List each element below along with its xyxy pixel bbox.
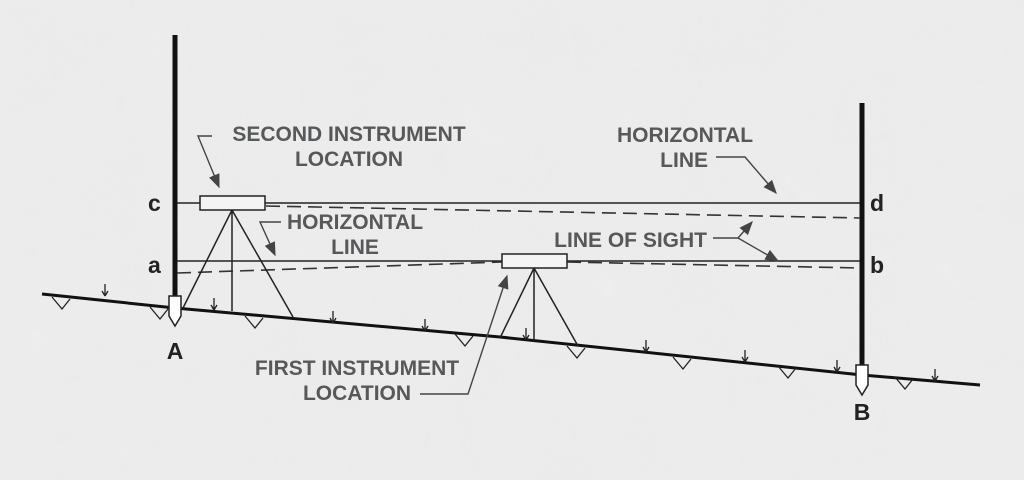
point-c: c [148, 190, 161, 216]
first-instrument [499, 253, 579, 347]
second-instrument [182, 195, 294, 318]
ground-symbols [51, 284, 939, 391]
line-of-sight-lower [566, 261, 861, 269]
arrow-line-of-sight-lower [737, 237, 780, 262]
point-b: b [870, 252, 884, 278]
arrow-horizontal-right [716, 156, 777, 195]
label-second-instrument-2: LOCATION [295, 148, 403, 171]
arrow-horizontal-left [258, 221, 281, 257]
peg-b [855, 364, 869, 397]
peg-a [168, 295, 182, 328]
label-first-instrument-2: LOCATION [303, 382, 411, 405]
label-line-of-sight: LINE OF SIGHT [554, 229, 707, 252]
arrow-second-instrument [196, 135, 220, 189]
point-a: a [148, 252, 161, 278]
point-B: B [854, 399, 871, 425]
label-horizontal-left-2: LINE [331, 236, 379, 259]
arrow-first-instrument [420, 274, 509, 395]
label-second-instrument-1: SECOND INSTRUMENT [232, 123, 466, 146]
point-A: A [167, 338, 184, 364]
line-of-sight-back [176, 261, 503, 274]
label-first-instrument-1: FIRST INSTRUMENT [255, 357, 459, 380]
point-d: d [870, 190, 884, 216]
label-horizontal-left-1: HORIZONTAL [287, 211, 423, 234]
label-horizontal-right-2: LINE [660, 149, 708, 172]
label-horizontal-right-1: HORIZONTAL [617, 124, 753, 147]
line-of-sight-upper [265, 205, 861, 219]
